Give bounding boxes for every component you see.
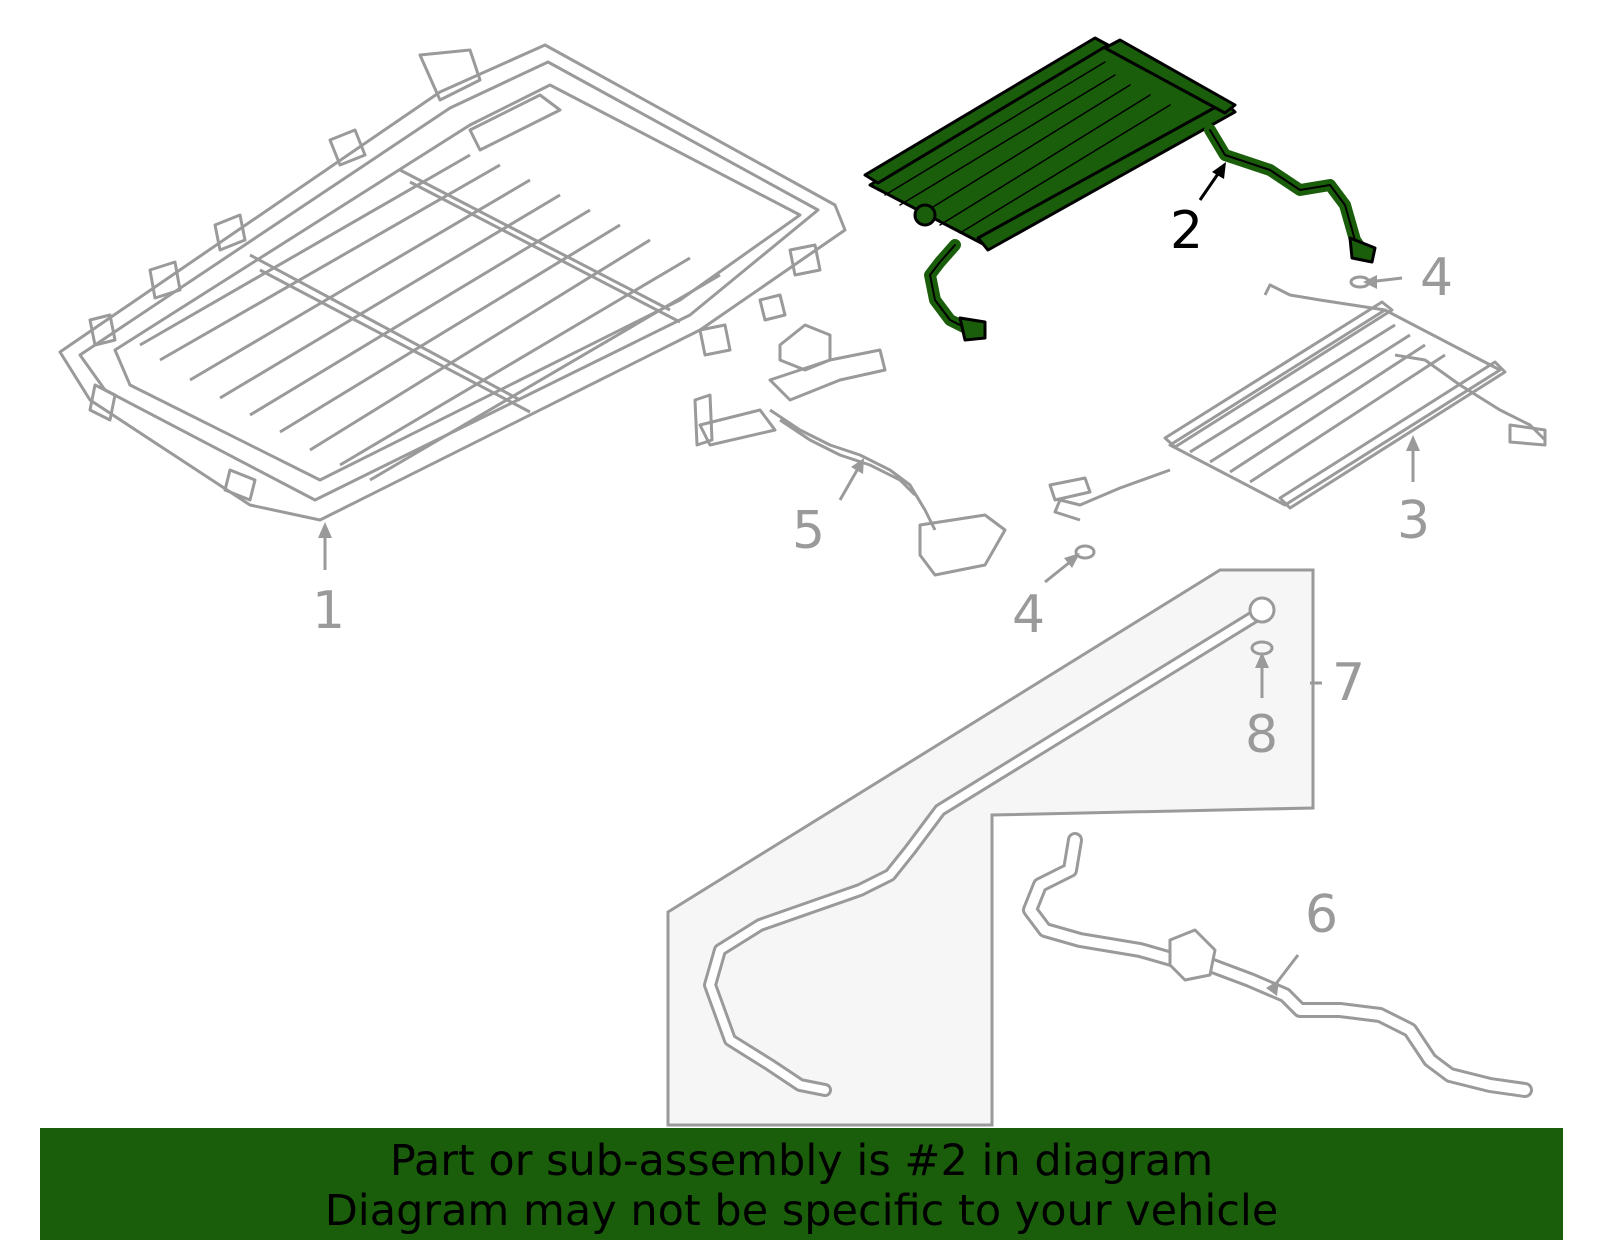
inset-box [666, 568, 1315, 1127]
part-3-cooler [1048, 283, 1547, 522]
callout-5: 5 [792, 501, 825, 561]
callout-4-upper: 4 [1420, 248, 1453, 308]
part-2-cooler-assembly [863, 36, 1377, 342]
part-1-battery-tray [58, 43, 847, 522]
info-banner: Part or sub-assembly is #2 in diagram Di… [40, 1128, 1563, 1240]
banner-line-1: Part or sub-assembly is #2 in diagram [389, 1136, 1214, 1186]
callout-7: 7 [1332, 653, 1365, 713]
callout-1: 1 [312, 581, 345, 641]
callout-3: 3 [1397, 491, 1430, 551]
arrow-heads [318, 162, 1420, 996]
part-6-hose [1022, 832, 1533, 1098]
part-5-valve-hose [693, 323, 1007, 577]
callout-8: 8 [1245, 705, 1278, 765]
callout-2: 2 [1170, 201, 1203, 261]
callout-4-lower: 4 [1012, 585, 1045, 645]
banner-line-2: Diagram may not be specific to your vehi… [324, 1186, 1279, 1236]
callout-6: 6 [1305, 885, 1338, 945]
